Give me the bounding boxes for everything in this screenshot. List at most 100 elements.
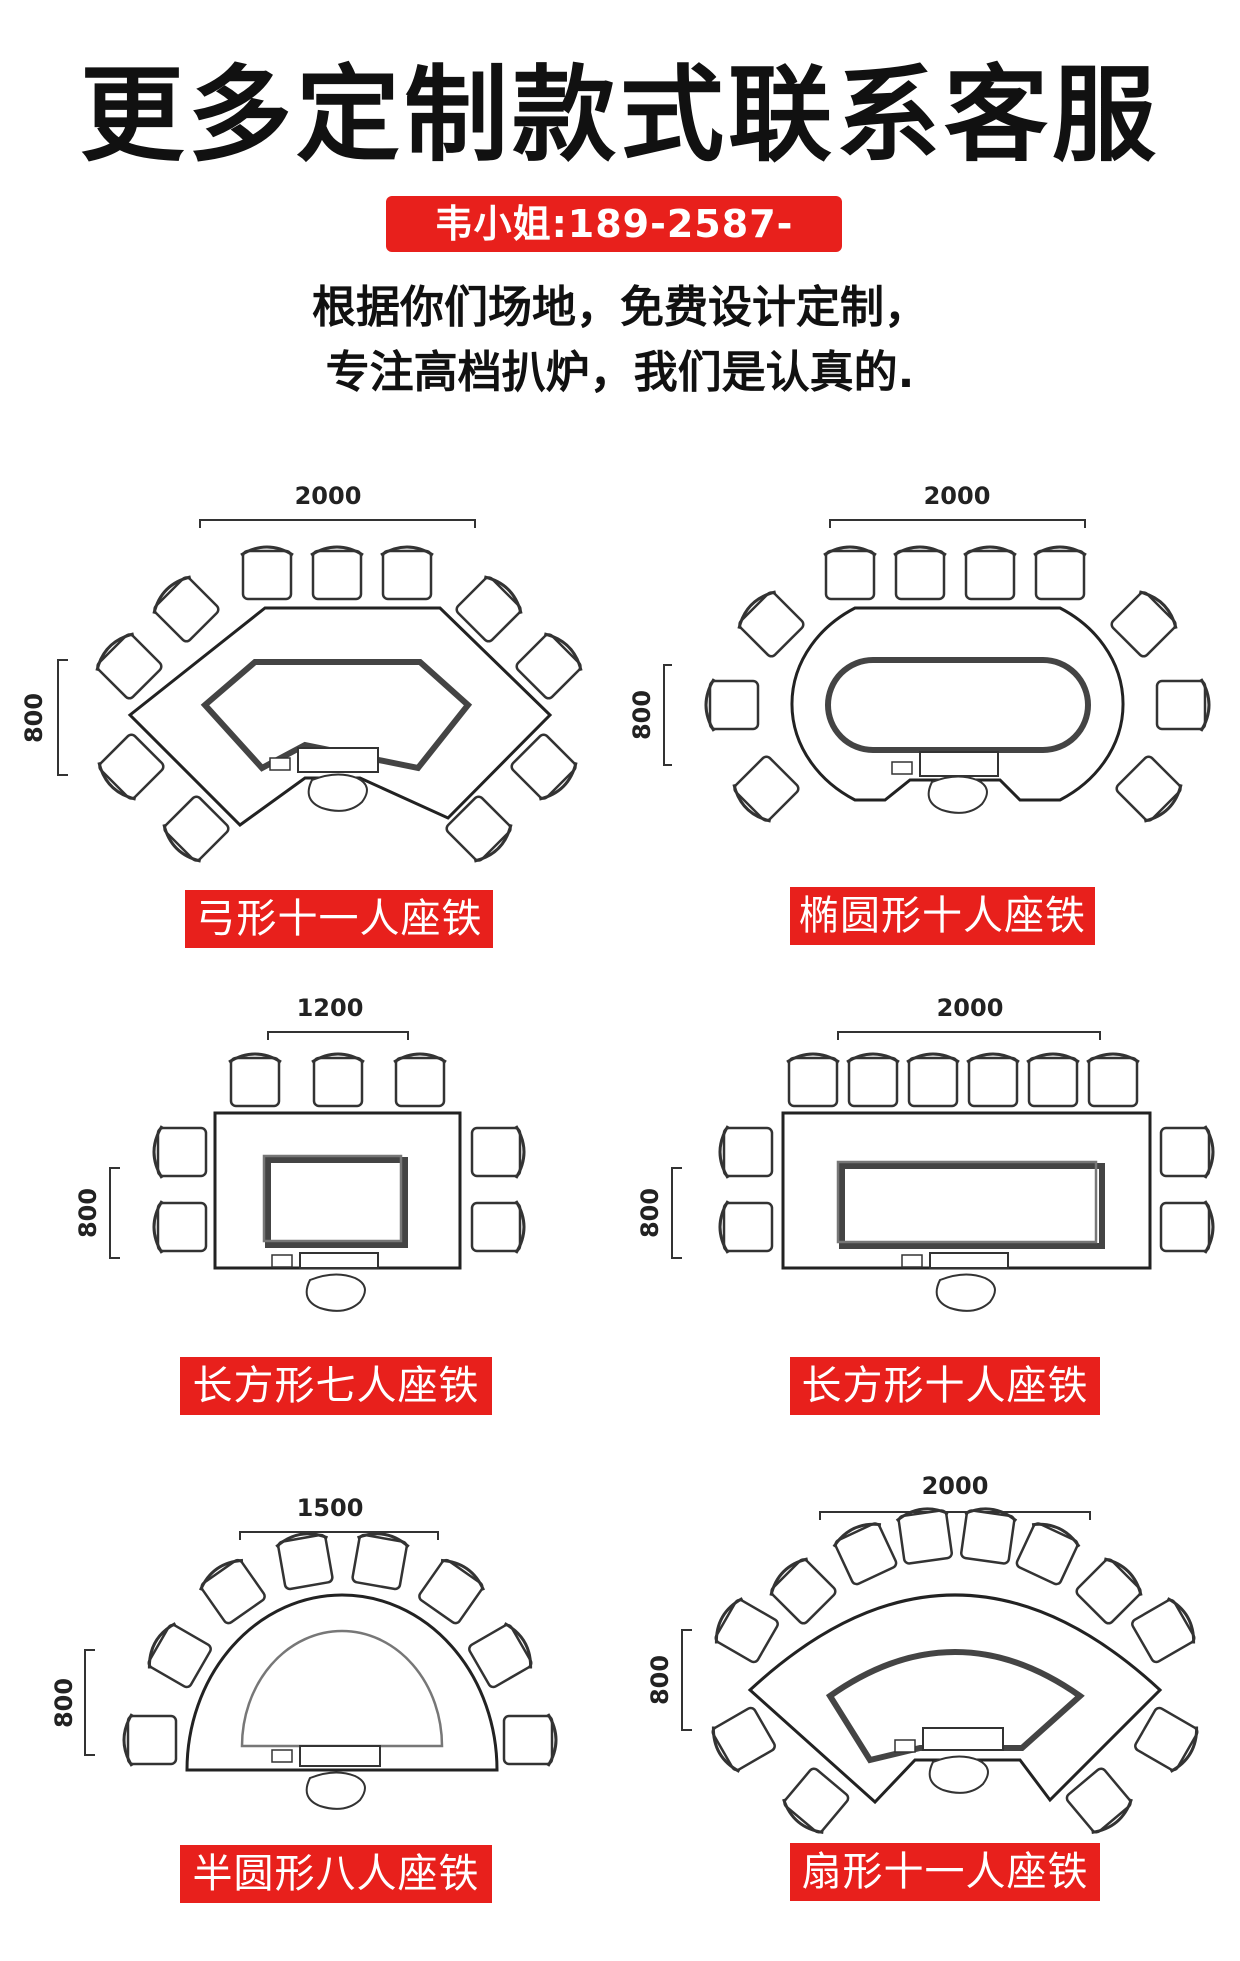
chair bbox=[275, 1532, 334, 1591]
chair bbox=[152, 1125, 208, 1179]
chair bbox=[351, 1532, 410, 1591]
layout-caption: 长方形十人座铁板烧 bbox=[790, 1357, 1100, 1467]
chair bbox=[240, 545, 294, 601]
chair bbox=[711, 1706, 776, 1773]
chair bbox=[1026, 1052, 1080, 1108]
chair bbox=[468, 1622, 533, 1689]
depth-dimension: 800 bbox=[636, 1188, 664, 1238]
chair bbox=[714, 1597, 779, 1664]
chair bbox=[445, 795, 513, 863]
chair bbox=[732, 755, 800, 823]
chair bbox=[310, 545, 364, 601]
grill-plate bbox=[825, 1649, 1085, 1764]
depth-dimension: 800 bbox=[628, 690, 656, 740]
grill-plate bbox=[839, 1163, 1105, 1249]
layout-caption: 长方形七人座铁板烧 bbox=[180, 1357, 492, 1467]
chair bbox=[1033, 545, 1087, 601]
rect10-table-diagram: 2000 800 bbox=[636, 994, 1215, 1312]
chair bbox=[95, 632, 163, 700]
oval-table-diagram: 2000 800 bbox=[628, 482, 1211, 823]
chair bbox=[966, 1052, 1020, 1108]
chair bbox=[152, 575, 220, 643]
chair bbox=[704, 678, 760, 732]
chair bbox=[769, 1557, 837, 1625]
chef-station bbox=[271, 1745, 381, 1810]
chair bbox=[1086, 1052, 1140, 1108]
contact-badge: 韦小姐:189-2587-6975 bbox=[386, 196, 842, 302]
depth-dimension: 800 bbox=[74, 1188, 102, 1238]
chair bbox=[1155, 678, 1211, 732]
chair bbox=[718, 1125, 774, 1179]
chair bbox=[832, 1522, 898, 1586]
chair bbox=[1134, 1706, 1199, 1773]
layout-oval-10: 2000 800 bbox=[620, 460, 1240, 880]
chair bbox=[718, 1200, 774, 1254]
chair bbox=[228, 1052, 282, 1108]
chair bbox=[893, 545, 947, 601]
chair bbox=[455, 575, 523, 643]
width-dimension: 2000 bbox=[922, 1472, 989, 1500]
chair bbox=[380, 545, 434, 601]
layout-rect-7: 1200 800 bbox=[0, 990, 620, 1340]
layout-semicircle-8: 1500 800 bbox=[0, 1460, 620, 1820]
depth-dimension: 800 bbox=[50, 1678, 78, 1728]
chair bbox=[97, 733, 165, 801]
chair bbox=[823, 545, 877, 601]
bow-table-diagram: 2000 800 bbox=[20, 482, 583, 863]
chair bbox=[311, 1052, 365, 1108]
semicircle-table-diagram: 1500 800 bbox=[50, 1494, 558, 1810]
chair bbox=[1115, 755, 1183, 823]
width-dimension: 1200 bbox=[297, 994, 364, 1022]
grill-plate bbox=[265, 1157, 408, 1248]
chair bbox=[199, 1558, 266, 1625]
layout-caption: 弓形十一人座铁板烧 bbox=[185, 890, 493, 1000]
chair bbox=[470, 1125, 526, 1179]
chair bbox=[960, 1507, 1018, 1565]
chair bbox=[502, 1713, 558, 1767]
layout-caption: 半圆形八人座铁板烧 bbox=[180, 1845, 492, 1955]
chair bbox=[846, 1052, 900, 1108]
chair bbox=[786, 1052, 840, 1108]
grill-plate bbox=[825, 657, 1091, 753]
width-dimension: 2000 bbox=[937, 994, 1004, 1022]
chair bbox=[1065, 1767, 1133, 1834]
depth-dimension: 800 bbox=[20, 693, 48, 743]
page-title: 更多定制款式联系客服 bbox=[79, 54, 1160, 176]
layout-rect-10: 2000 800 bbox=[620, 990, 1240, 1340]
depth-dimension: 800 bbox=[646, 1655, 674, 1705]
chair bbox=[515, 632, 583, 700]
chair bbox=[1131, 1597, 1196, 1664]
chair bbox=[147, 1622, 212, 1689]
chair bbox=[1015, 1522, 1081, 1586]
slogan-line-1: 根据你们场地，免费设计定制， bbox=[312, 282, 928, 333]
chair bbox=[1110, 590, 1178, 658]
chair bbox=[782, 1767, 850, 1834]
layout-fan-11: 2000 800 bbox=[620, 1440, 1240, 1840]
chef-station bbox=[269, 747, 379, 812]
slogan-line-2: 专注高档扒炉，我们是认真的. bbox=[325, 347, 915, 398]
layout-bow-11: 2000 800 bbox=[0, 460, 620, 880]
chef-station bbox=[271, 1252, 379, 1312]
chair bbox=[1075, 1557, 1143, 1625]
chair bbox=[510, 733, 578, 801]
width-dimension: 1500 bbox=[297, 1494, 364, 1522]
width-dimension: 2000 bbox=[924, 482, 991, 510]
chair bbox=[122, 1713, 178, 1767]
chair bbox=[162, 795, 230, 863]
chair bbox=[1159, 1200, 1215, 1254]
layout-caption: 椭圆形十人座铁板烧 bbox=[790, 887, 1095, 997]
chair bbox=[963, 545, 1017, 601]
chef-station bbox=[891, 751, 999, 814]
chef-station bbox=[894, 1727, 1004, 1794]
chair bbox=[1159, 1125, 1215, 1179]
chair bbox=[418, 1558, 485, 1625]
grill-plate bbox=[240, 1629, 444, 1748]
fan-table-diagram: 2000 800 bbox=[646, 1472, 1199, 1834]
layout-caption: 扇形十一人座铁板烧 bbox=[790, 1843, 1100, 1953]
rect7-table-diagram: 1200 800 bbox=[74, 994, 526, 1312]
chair bbox=[895, 1507, 953, 1565]
chef-station bbox=[901, 1252, 1009, 1312]
chair bbox=[152, 1200, 208, 1254]
chair bbox=[906, 1052, 960, 1108]
chair bbox=[470, 1200, 526, 1254]
